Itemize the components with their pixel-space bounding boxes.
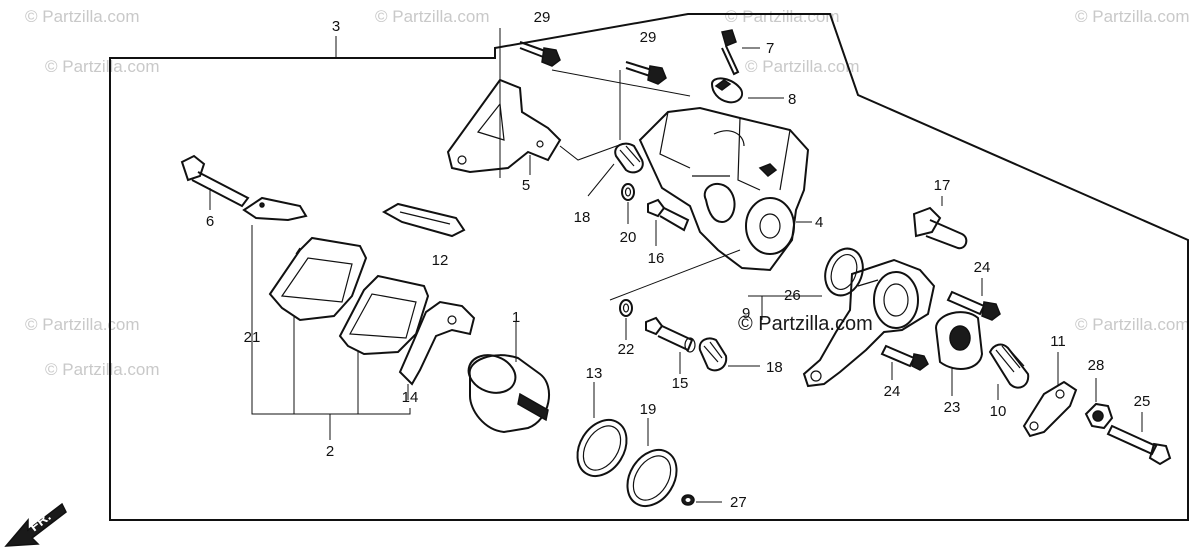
watermark: © Partzilla.com bbox=[1075, 315, 1190, 334]
bleeder-cap-8 bbox=[710, 77, 784, 104]
watermark: © Partzilla.com bbox=[375, 7, 490, 26]
slide-pin-15 bbox=[645, 316, 696, 374]
watermark: © Partzilla.com bbox=[25, 315, 140, 334]
bolt-6 bbox=[180, 154, 250, 210]
callout-29: 29 bbox=[534, 9, 551, 26]
callout-29: 29 bbox=[640, 29, 657, 46]
slide-pin-16 bbox=[647, 198, 690, 246]
bolt-25 bbox=[1106, 412, 1172, 466]
watermark-center: © Partzilla.com bbox=[738, 313, 873, 335]
adjuster-spring-10 bbox=[988, 343, 1030, 400]
callout-21: 21 bbox=[244, 329, 261, 346]
callout-2: 2 bbox=[326, 443, 334, 460]
o-ring-27 bbox=[681, 494, 722, 506]
pad-clip bbox=[242, 196, 308, 222]
callout-28: 28 bbox=[1088, 357, 1105, 374]
pivot-bolt-17 bbox=[912, 196, 968, 250]
watermark: © Partzilla.com bbox=[1075, 7, 1190, 26]
callout-16: 16 bbox=[648, 250, 665, 267]
nut-28 bbox=[1084, 378, 1114, 430]
assembly-boundary bbox=[109, 13, 1189, 521]
watermark: © Partzilla.com bbox=[45, 360, 160, 379]
callout-18: 18 bbox=[574, 209, 591, 226]
caliper-body-4 bbox=[638, 106, 812, 272]
callout-5: 5 bbox=[522, 177, 530, 194]
leader-line bbox=[609, 249, 741, 301]
callout-24: 24 bbox=[974, 259, 991, 276]
callout-27: 27 bbox=[730, 494, 747, 511]
callout-8: 8 bbox=[788, 91, 796, 108]
brake-pad-left bbox=[268, 236, 368, 322]
leader-line bbox=[251, 225, 411, 415]
leader-line bbox=[551, 69, 691, 97]
lever-arm-9 bbox=[802, 258, 936, 388]
callout-20: 20 bbox=[620, 229, 637, 246]
callout-22: 22 bbox=[618, 341, 635, 358]
bolt-29-left bbox=[519, 41, 561, 67]
link-plate-11 bbox=[1022, 352, 1078, 438]
callout-26: 26 bbox=[784, 287, 801, 304]
callout-10: 10 bbox=[990, 403, 1007, 420]
piston-1 bbox=[467, 322, 550, 434]
boot-18-upper bbox=[587, 142, 644, 197]
bleeder-valve-7 bbox=[721, 29, 760, 76]
callout-23: 23 bbox=[944, 399, 961, 416]
callout-14: 14 bbox=[402, 389, 419, 406]
callout-9: 9 bbox=[742, 305, 750, 322]
callout-13: 13 bbox=[586, 365, 603, 382]
callout-7: 7 bbox=[766, 40, 774, 57]
brake-pad-right bbox=[338, 274, 430, 356]
dust-seal-19 bbox=[626, 418, 678, 507]
pad-shim-14 bbox=[398, 300, 476, 400]
pad-spring-12 bbox=[381, 202, 466, 238]
bolt-24-upper bbox=[946, 278, 1001, 321]
cam-sleeve-23 bbox=[934, 311, 984, 396]
front-direction-arrow: FR. bbox=[4, 502, 67, 547]
callout-4: 4 bbox=[815, 214, 823, 231]
callout-18: 18 bbox=[766, 359, 783, 376]
watermark: © Partzilla.com bbox=[25, 7, 140, 26]
o-ring-20 bbox=[621, 183, 635, 224]
callout-3: 3 bbox=[332, 18, 340, 35]
o-ring-22 bbox=[619, 299, 633, 340]
leader-line bbox=[559, 143, 623, 161]
watermark: © Partzilla.com bbox=[725, 7, 840, 26]
callout-11: 11 bbox=[1050, 333, 1066, 350]
bolt-24-lower bbox=[880, 344, 929, 380]
watermark: © Partzilla.com bbox=[745, 57, 860, 76]
callout-25: 25 bbox=[1134, 393, 1151, 410]
callout-15: 15 bbox=[672, 375, 689, 392]
callout-6: 6 bbox=[206, 213, 214, 230]
mounting-bracket-5 bbox=[446, 78, 562, 175]
callout-1: 1 bbox=[512, 309, 520, 326]
seal-26 bbox=[761, 247, 864, 320]
callout-24: 24 bbox=[884, 383, 901, 400]
piston-seal-13 bbox=[576, 382, 628, 477]
callout-12: 12 bbox=[432, 252, 449, 269]
bolt-29-right bbox=[625, 61, 667, 85]
callout-17: 17 bbox=[934, 177, 951, 194]
callout-19: 19 bbox=[640, 401, 657, 418]
boot-18-lower bbox=[698, 337, 760, 372]
watermark: © Partzilla.com bbox=[45, 57, 160, 76]
